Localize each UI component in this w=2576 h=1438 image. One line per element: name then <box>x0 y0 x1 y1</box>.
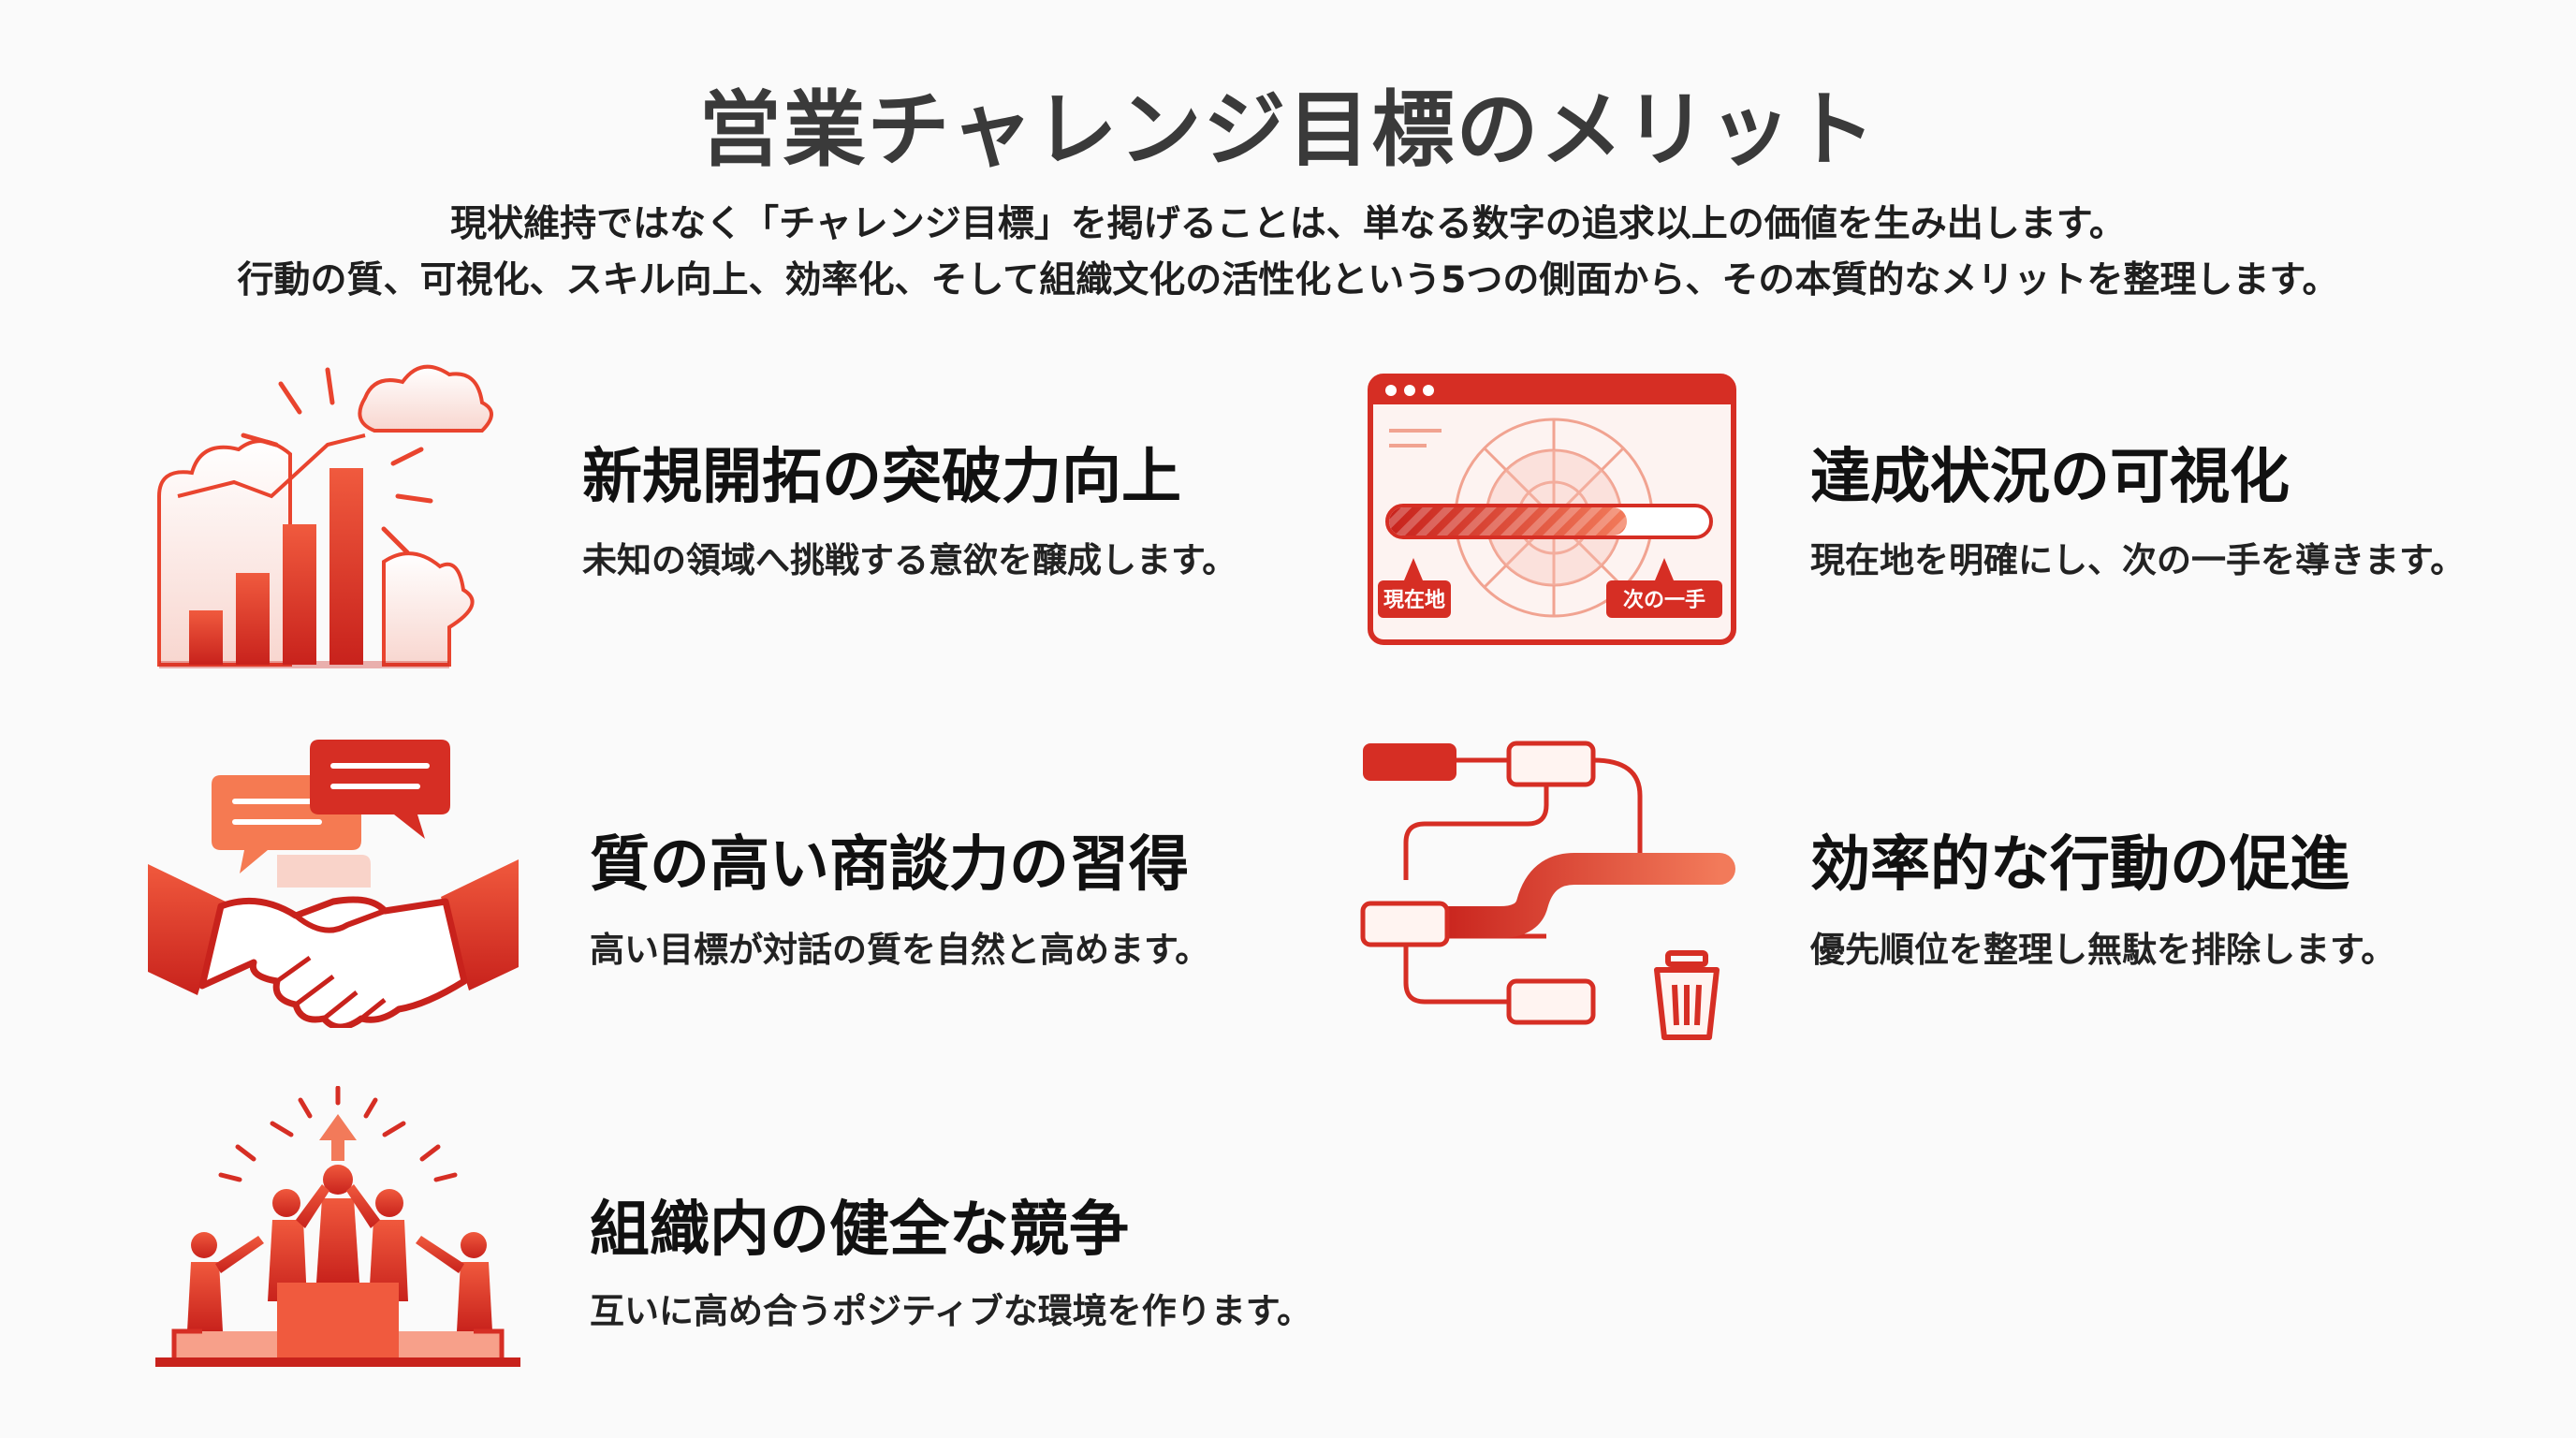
benefit-title-competition: 組織内の健全な競争 <box>590 1196 1129 1265</box>
benefit-title-visualization: 達成状況の可視化 <box>1810 443 2290 512</box>
team-podium-icon <box>155 1086 520 1367</box>
benefit-title-negotiation: 質の高い商談力の習得 <box>590 830 1189 900</box>
benefit-desc-efficiency: 優先順位を整理し無駄を排除します。 <box>1810 930 2396 970</box>
benefit-desc-competition: 互いに高め合うポジティブな環境を作ります。 <box>590 1291 1312 1331</box>
benefit-desc-breakthrough: 未知の領域へ挑戦する意欲を醸成します。 <box>582 540 1237 580</box>
benefit-desc-visualization: 現在地を明確にし、次の一手を導きます。 <box>1810 540 2466 580</box>
next-step-label: 次の一手 <box>1623 588 1705 612</box>
workflow-trash-icon <box>1360 741 1735 1040</box>
benefit-title-efficiency: 効率的な行動の促進 <box>1810 830 2349 900</box>
benefit-desc-negotiation: 高い目標が対話の質を自然と高めます。 <box>590 930 1210 970</box>
growth-bar-chart-icon <box>157 364 493 668</box>
handshake-chat-icon <box>148 740 519 1028</box>
benefit-title-breakthrough: 新規開拓の突破力向上 <box>582 443 1181 512</box>
page-subtitle-line-1: 現状維持ではなく「チャレンジ目標」を掲げることは、単なる数字の追求以上の価値を生… <box>450 203 2126 245</box>
page-subtitle-line-2: 行動の質、可視化、スキル向上、効率化、そして組織文化の活性化という5つの側面から… <box>237 259 2339 301</box>
current-position-label: 現在地 <box>1383 588 1445 612</box>
progress-dashboard-icon: 現在地 次の一手 <box>1368 374 1736 645</box>
page-title: 営業チャレンジ目標のメリット <box>698 81 1878 178</box>
